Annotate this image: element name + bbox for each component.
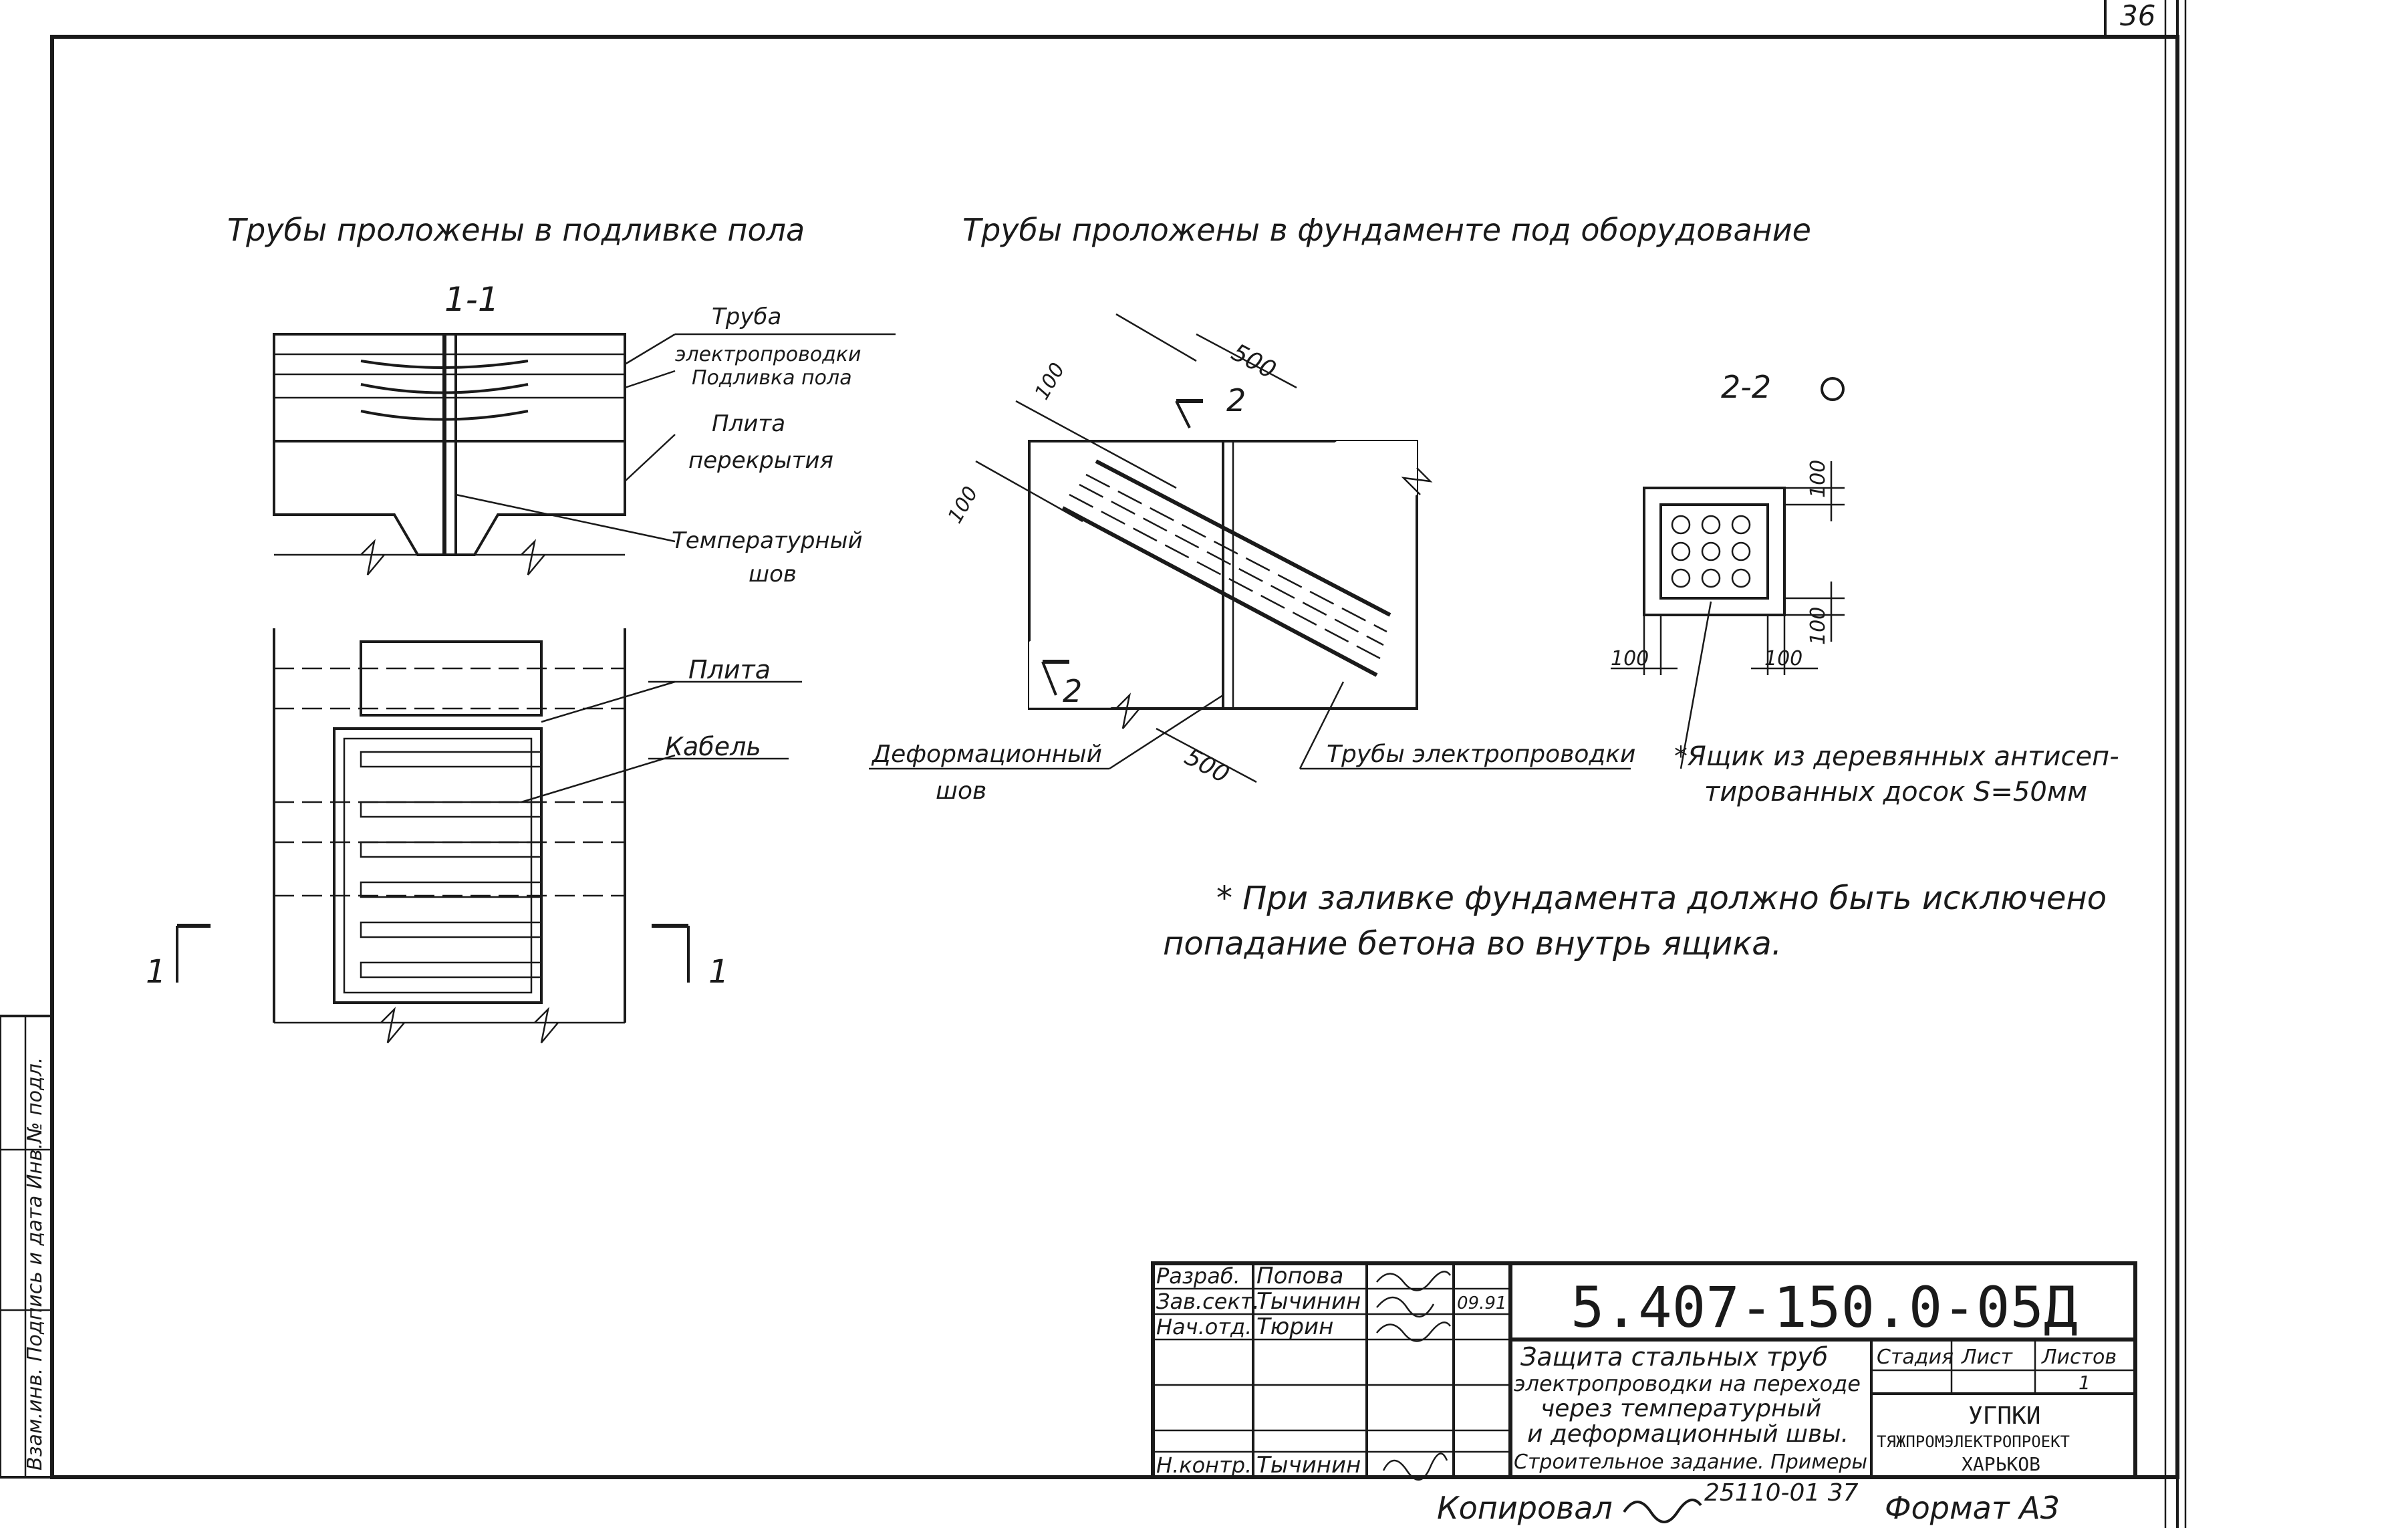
tb-name-2: Тюрин [1256,1313,1333,1340]
box-label-1: *Ящик из деревянных антисеп- [1674,741,2119,772]
desc-line-1: электропроводки на переходе [1514,1371,1861,1396]
footer-copied: Копировал [1437,1490,1613,1526]
sheet-header: Лист [1961,1346,2014,1369]
dim-100-left: 100 [1031,359,1070,404]
dim-500-bottom: 500 [1180,743,1234,789]
tb-role-0: Разраб. [1156,1263,1240,1289]
desc-line-3: и деформационный швы. [1527,1420,1849,1448]
sheet-frame [50,0,2187,1528]
label-plan-slab: Плита [688,655,771,684]
dim-500-top: 500 [1227,339,1281,384]
label-temp-joint2: шов [749,561,797,588]
label-deform-joint2: шов [936,777,986,805]
sheets-value: 1 [2079,1372,2091,1394]
copier-signature [1623,1499,1702,1523]
desc-line-0: Защита стальных труб [1520,1342,1828,1372]
section-1-1-leaders [455,333,896,543]
label-slab2: перекрытия [688,447,833,474]
side-stamp: Взам.инв. Подпись и дата Инв.№ подл. [0,1015,53,1479]
box-label-2: тированных досок S=50мм [1704,777,2087,807]
label-slab: Плита [712,410,785,437]
label-pipe: Труба [712,303,781,330]
dim-2-2-bottom-right: 100 [1807,607,1830,645]
stage-header: Стадия [1877,1346,1954,1369]
sheet-number: 36 [2120,0,2155,32]
tb-role-2: Нач.отд. [1156,1314,1252,1340]
tb-role-1: Зав.сект. [1156,1289,1260,1314]
section-2-2-box [1611,461,1845,769]
dim-2-2-right: 100 [1764,647,1802,670]
note-line-1: * При заливке фундамента должно быть иск… [1216,880,2107,917]
cut-2-bottom: 2 [1063,673,1082,709]
dim-2-2-top: 100 [1807,460,1830,498]
tb-name-1: Тычинин [1256,1288,1361,1315]
foundation-view [975,313,1433,783]
cut-marker-1 [176,924,690,983]
org-line-3: ХАРЬКОВ [1962,1453,2040,1475]
label-deform-joint: Деформационный [871,741,1102,768]
dim-100-left2: 100 [944,483,983,527]
section-1-1-label: 1-1 [444,280,499,319]
cut-label-left: 1 [146,953,166,991]
footer-format: Формат А3 [1885,1490,2060,1526]
cut-2-top: 2 [1226,382,1246,418]
label-cable: Кабель [665,732,761,761]
org-line-1: УГПКИ [1968,1402,2040,1430]
note-line-2: попадание бетона во внутрь ящика. [1163,925,1782,963]
label-pipes: Трубы электропроводки [1327,741,1635,768]
title-block [1151,1261,2137,1479]
foundation-leaders [869,681,1631,770]
desc-line-2: через температурный [1541,1395,1821,1422]
doc-code: 5.407-150.0-05Д [1571,1275,2078,1340]
signatures [1376,1271,1452,1481]
footer-order: 25110-01 37 [1704,1479,1859,1507]
right-title: Трубы проложены в фундаменте под оборудо… [962,212,1811,248]
left-title: Трубы проложены в подливке пола [227,212,805,248]
desc-line-4: Строительное задание. Примеры [1514,1450,1867,1474]
view-rotation-icon [1821,377,1845,401]
label-wiring: электропроводки [675,343,861,366]
sheets-header: Листов [2041,1346,2117,1369]
tb-date-0: 09.91 [1457,1293,1506,1313]
tb-name-0: Попова [1256,1263,1343,1289]
cut-label-right: 1 [708,953,729,991]
plan-view-left [273,628,802,1043]
org-line-2: ТЯЖПРОМЭЛЕКТРОПРОЕКТ [1877,1432,2070,1451]
tb-name-5: Тычинин [1256,1452,1361,1479]
section-1-1 [273,333,626,576]
section-2-2-label: 2-2 [1721,369,1771,405]
label-floor-grout: Подливка пола [692,366,852,390]
dim-2-2-left: 100 [1611,647,1649,670]
label-temp-joint: Температурный [672,527,863,554]
side-stamp-text: Взам.инв. Подпись и дата Инв.№ подл. [23,1057,47,1471]
tb-role-5: Н.контр. [1156,1452,1252,1478]
